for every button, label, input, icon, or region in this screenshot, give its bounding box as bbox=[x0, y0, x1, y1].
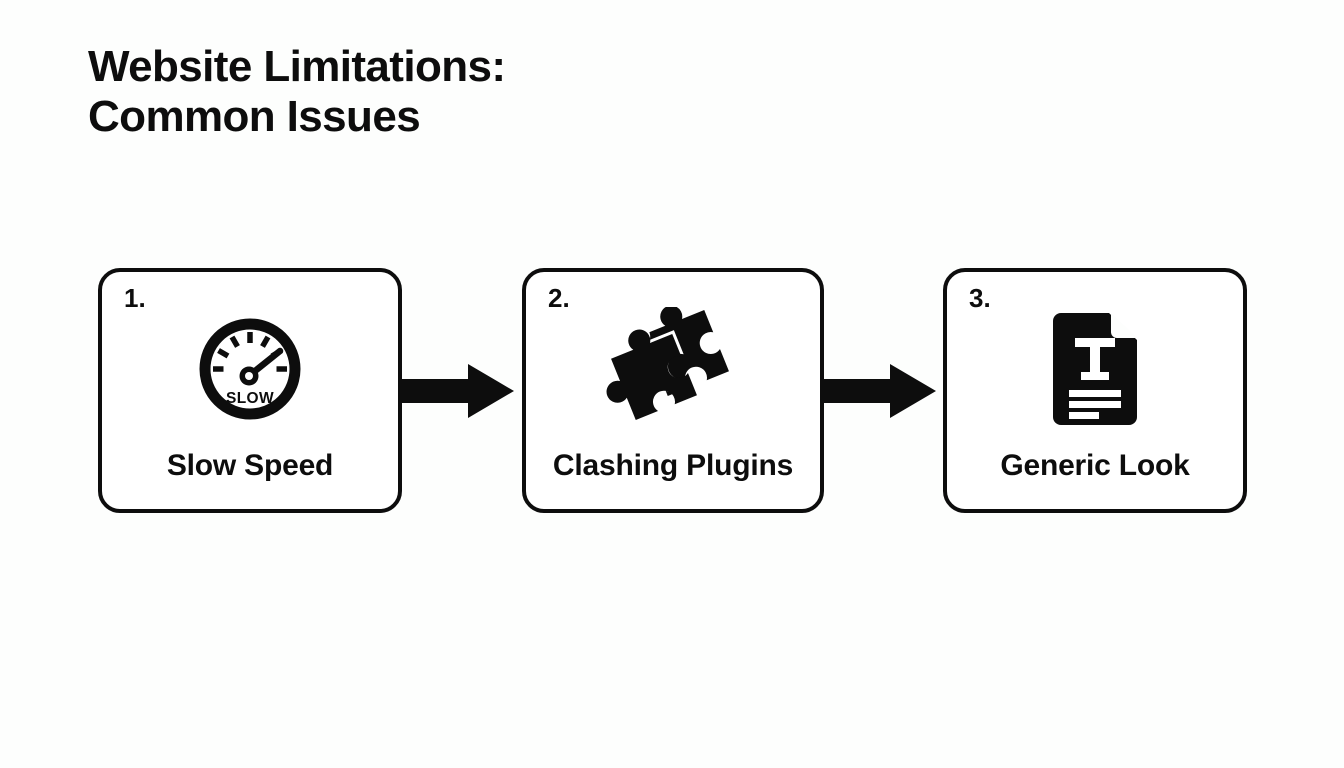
text-document-icon bbox=[947, 306, 1243, 431]
title-line-2: Common Issues bbox=[88, 92, 421, 141]
page-title: Website Limitations: Common Issues bbox=[88, 42, 788, 142]
arrow-right-icon-1 bbox=[402, 364, 514, 418]
speedometer-gauge-icon: SLOW bbox=[102, 306, 398, 431]
card-label-1: Slow Speed bbox=[166, 449, 334, 482]
process-flow: 1. bbox=[98, 268, 1248, 513]
card-number-1: 1. bbox=[124, 283, 146, 313]
card-label-3: Generic Look bbox=[1000, 449, 1190, 482]
flow-card-slow-speed[interactable]: 1. bbox=[98, 268, 402, 513]
title-line-1: Website Limitations: bbox=[88, 42, 506, 91]
svg-text:SLOW: SLOW bbox=[226, 390, 274, 407]
puzzle-pieces-icon bbox=[526, 306, 820, 431]
arrow-right-icon-2 bbox=[824, 364, 936, 418]
card-number-3: 3. bbox=[969, 283, 991, 313]
card-label-2: Clashing Plugins bbox=[552, 449, 794, 482]
flow-card-clashing-plugins[interactable]: 2. Clashing Plugins bbox=[522, 268, 824, 513]
flow-card-generic-look[interactable]: 3. bbox=[943, 268, 1247, 513]
card-number-2: 2. bbox=[548, 283, 570, 313]
